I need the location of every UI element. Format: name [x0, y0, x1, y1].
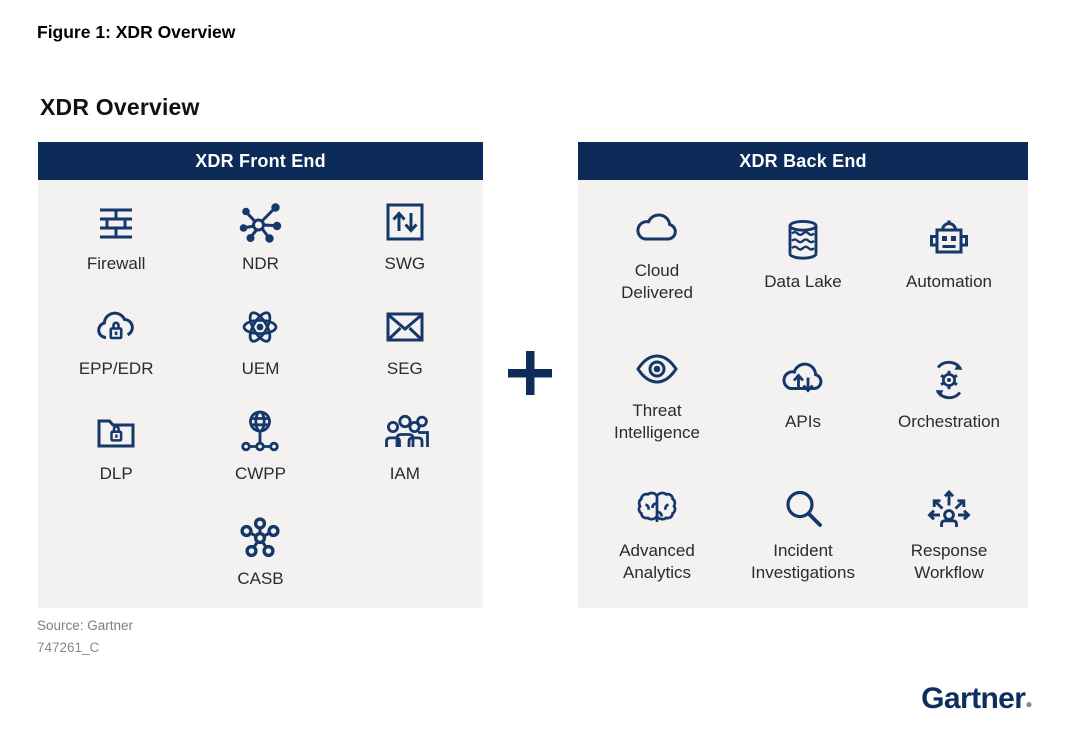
data-lake-icon — [779, 216, 827, 264]
panel-item-label: Firewall — [86, 254, 146, 273]
panel-item-label: Response Workflow — [910, 540, 988, 582]
trademark-dot: ● — [1025, 697, 1032, 711]
magnifier-icon — [779, 485, 827, 533]
panel-body-front: Firewall NDR SWG EPP/EDR UEM SEG DLP CWP… — [38, 180, 483, 608]
cloud-icon — [633, 205, 681, 253]
panel-item-label: CWPP — [234, 464, 286, 483]
panel-item-ndr: NDR — [236, 198, 284, 275]
page-title: XDR Overview — [40, 94, 200, 120]
figure-label: Figure 1: XDR Overview — [37, 22, 236, 42]
cloud-arrows-icon — [779, 356, 827, 404]
firewall-icon — [92, 198, 140, 246]
panel-item-swg: SWG — [381, 198, 429, 275]
panel-item-casb: CASB — [236, 513, 284, 590]
panel-item-cwpp: CWPP — [235, 408, 286, 485]
panel-header-back: XDR Back End — [578, 142, 1028, 180]
panel-item-label: Threat Intelligence — [613, 400, 700, 442]
xdr-back-end-panel: XDR Back End Cloud Delivered Data Lake A… — [578, 142, 1028, 608]
brain-icon — [633, 485, 681, 533]
panel-item-iam: IAM — [381, 408, 429, 485]
panel-item-incident-investigations: Incident Investigations — [751, 485, 855, 584]
panel-item-data-lake: Data Lake — [764, 216, 842, 293]
molecule-icon — [236, 513, 284, 561]
person-arrows-icon — [925, 485, 973, 533]
panel-item-label: Cloud Delivered — [621, 260, 693, 302]
panel-item-label: NDR — [242, 254, 279, 273]
panel-item-orchestration: Orchestration — [898, 356, 1000, 433]
folder-lock-icon — [92, 408, 140, 456]
panel-item-firewall: Firewall — [86, 198, 146, 275]
panel-item-label: APIs — [785, 411, 821, 431]
panel-item-label: SWG — [384, 254, 426, 273]
panel-item-label: Data Lake — [764, 271, 842, 291]
panel-item-label: Automation — [906, 271, 992, 291]
doc-id: 747261_C — [37, 640, 100, 655]
atom-icon — [236, 303, 284, 351]
panel-item-label: Orchestration — [897, 411, 1001, 431]
panel-item-label: CASB — [237, 569, 284, 588]
panel-item-epp-edr: EPP/EDR — [78, 303, 154, 380]
panel-item-label: EPP/EDR — [78, 359, 154, 378]
panel-item-label: DLP — [99, 464, 133, 483]
panel-item-threat-intelligence: Threat Intelligence — [614, 345, 700, 444]
globe-nodes-icon — [236, 408, 284, 456]
gartner-logo: Gartner● — [921, 682, 1032, 716]
gear-cycle-icon — [925, 356, 973, 404]
panel-item-automation: Automation — [906, 216, 992, 293]
up-down-arrows-box-icon — [381, 198, 429, 246]
panel-item-label: IAM — [389, 464, 420, 483]
gartner-logo-text: Gartner — [921, 682, 1026, 715]
panel-item-uem: UEM — [236, 303, 284, 380]
panel-item-response-workflow: Response Workflow — [910, 485, 988, 584]
people-group-icon — [381, 408, 429, 456]
panel-item-advanced-analytics: Advanced Analytics — [619, 485, 695, 584]
cloud-lock-icon — [92, 303, 140, 351]
eye-icon — [633, 345, 681, 393]
robot-icon — [925, 216, 973, 264]
panel-item-cloud-delivered: Cloud Delivered — [621, 205, 693, 304]
panel-item-apis: APIs — [779, 356, 827, 433]
envelope-icon — [381, 303, 429, 351]
panel-body-back: Cloud Delivered Data Lake Automation Thr… — [578, 180, 1028, 608]
panel-item-seg: SEG — [381, 303, 429, 380]
plus-icon — [507, 350, 553, 396]
panel-header-front: XDR Front End — [38, 142, 483, 180]
panel-item-label: UEM — [241, 359, 280, 378]
source-note: Source: Gartner — [37, 618, 134, 633]
network-hub-icon — [236, 198, 284, 246]
panel-item-dlp: DLP — [92, 408, 140, 485]
panel-item-label: Incident Investigations — [751, 540, 855, 582]
panel-item-label: SEG — [386, 359, 423, 378]
xdr-front-end-panel: XDR Front End Firewall NDR SWG EPP/EDR U… — [38, 142, 483, 608]
panel-item-label: Advanced Analytics — [619, 540, 695, 582]
